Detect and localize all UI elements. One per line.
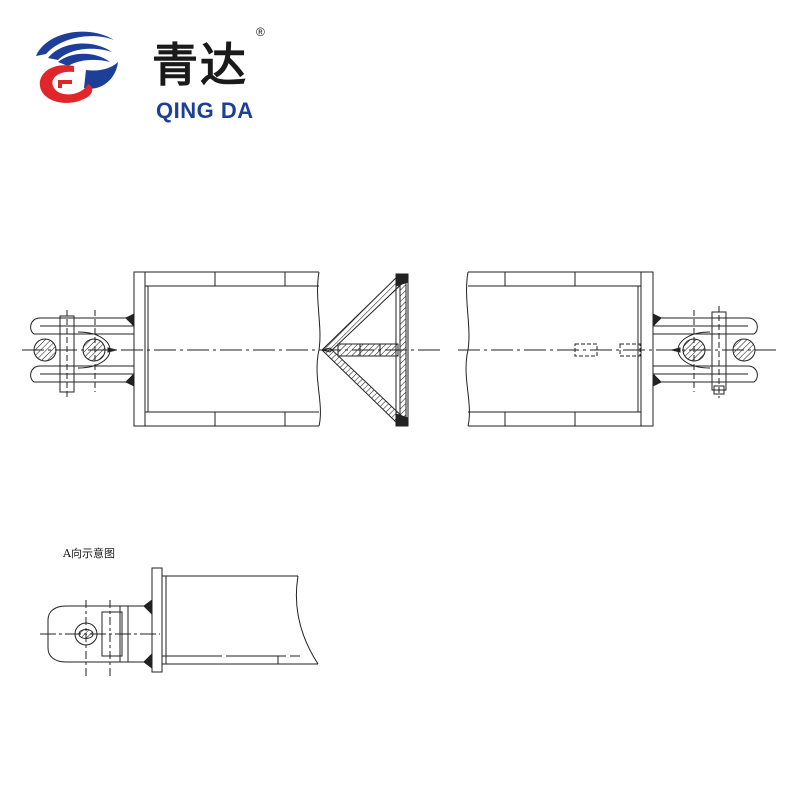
brand-name-en: QING DA xyxy=(156,98,254,123)
qingda-logo-icon xyxy=(36,31,118,103)
triangular-bracket-section xyxy=(321,273,409,427)
right-lug-assembly xyxy=(652,306,758,398)
registered-mark: ® xyxy=(256,25,265,39)
right-duct-section xyxy=(465,271,654,427)
brand-name-cn: 青达 xyxy=(152,38,248,92)
brand-logo: 青达 ® QING DA xyxy=(28,20,278,123)
left-duct-section xyxy=(133,271,321,427)
left-lug-assembly xyxy=(30,310,135,400)
detail-view-a xyxy=(40,567,319,676)
detail-view-label: A向示意图 xyxy=(63,547,115,560)
